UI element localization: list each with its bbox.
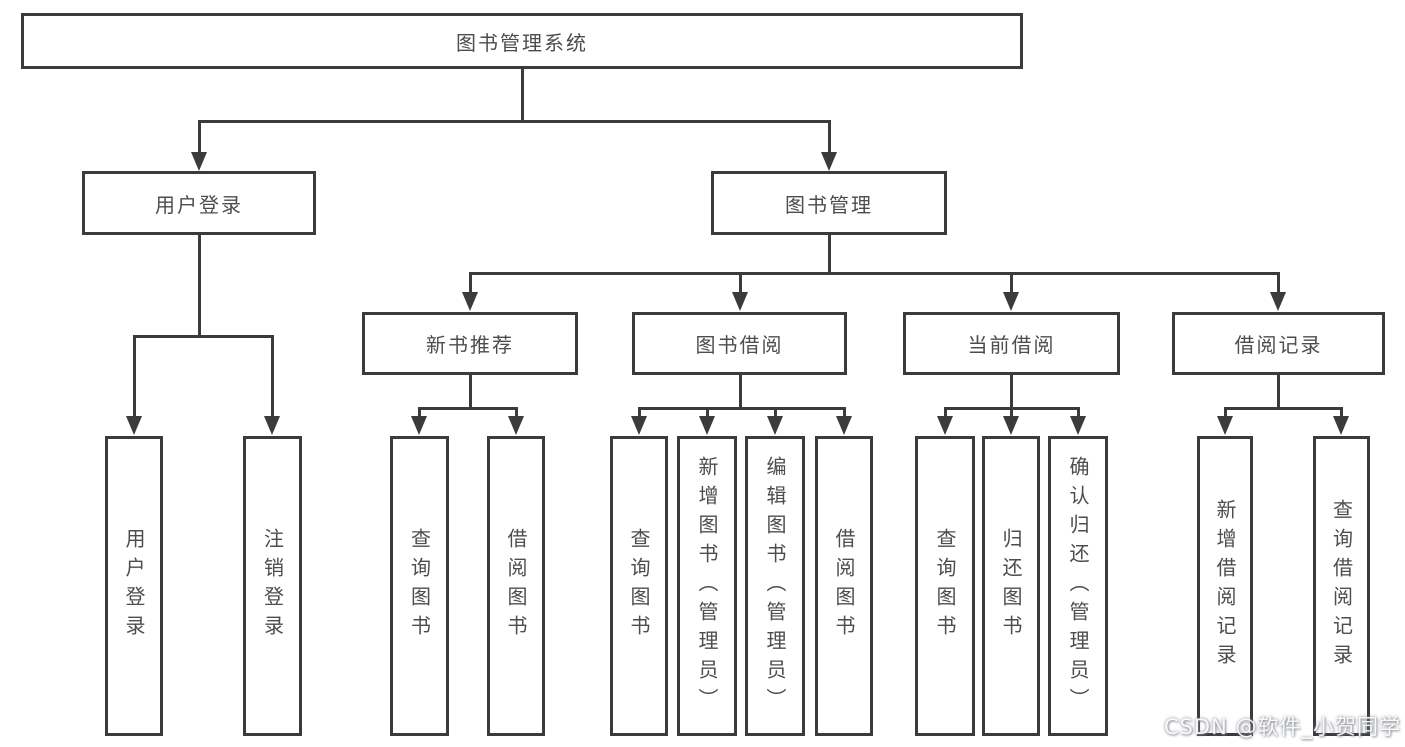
connector-line (270, 335, 274, 417)
connector-line (197, 235, 201, 338)
connector-line (1009, 272, 1013, 293)
connector-line (468, 272, 472, 293)
node-book-mgmt: 图书管理 (711, 171, 947, 235)
connector-line (1276, 272, 1280, 293)
connector-line (827, 120, 831, 153)
node-leaf-user-login: 用户登录 (105, 436, 163, 736)
arrow-down-icon (462, 292, 478, 311)
node-current-borrow: 当前借阅 (903, 312, 1120, 375)
arrow-down-icon (191, 152, 207, 171)
connector-line (637, 407, 846, 410)
node-cb-query: 查询图书 (915, 436, 975, 736)
arrow-down-icon (508, 416, 524, 435)
node-label: 新增借阅记录 (1213, 499, 1237, 673)
connector-line (514, 407, 518, 417)
arrow-down-icon (767, 416, 783, 435)
node-br-query: 查询借阅记录 (1313, 436, 1370, 736)
arrow-down-icon (411, 416, 427, 435)
connector-line (1009, 407, 1013, 417)
arrow-down-icon (631, 416, 647, 435)
connector-line (827, 235, 831, 275)
arrow-down-icon (1003, 292, 1019, 311)
node-label: 归还图书 (999, 528, 1023, 644)
connector-line (1009, 375, 1013, 410)
arrow-down-icon (937, 416, 953, 435)
node-label: 借阅记录 (1234, 333, 1323, 357)
connector-line (738, 272, 742, 293)
connector-line (417, 407, 518, 410)
node-label: 查询图书 (933, 528, 957, 644)
arrow-down-icon (1070, 416, 1086, 435)
node-label: 查询借阅记录 (1329, 499, 1354, 673)
node-nbr-borrow: 借阅图书 (487, 436, 545, 736)
connector-line (1076, 407, 1080, 417)
node-bb-add: 新增图书（管理员） (677, 436, 737, 736)
connector-line (468, 375, 472, 410)
node-nbr-query: 查询图书 (390, 436, 449, 736)
arrow-down-icon (1217, 416, 1233, 435)
arrow-down-icon (1003, 416, 1019, 435)
connector-line (1339, 407, 1343, 417)
arrow-down-icon (821, 152, 837, 171)
connector-line (417, 407, 421, 417)
arrow-down-icon (836, 416, 852, 435)
connector-line (738, 375, 742, 410)
node-label: 当前借阅 (967, 333, 1056, 357)
node-new-book-rec: 新书推荐 (362, 312, 578, 375)
node-label: 新增图书（管理员） (695, 455, 719, 717)
connector-line (1276, 375, 1280, 410)
arrow-down-icon (732, 292, 748, 311)
connector-line (197, 120, 831, 123)
connector-line (468, 272, 1280, 275)
node-label: 图书管理系统 (456, 30, 588, 55)
node-label: 图书管理 (785, 192, 873, 217)
connector-line (1223, 407, 1343, 410)
node-label: 确认归还（管理员） (1066, 455, 1090, 717)
node-label: 注销登录 (260, 528, 285, 644)
connector-line (132, 335, 136, 417)
node-bb-edit: 编辑图书（管理员） (745, 436, 805, 736)
node-label: 查询图书 (627, 528, 651, 644)
node-label: 编辑图书（管理员） (763, 455, 787, 717)
node-label: 借阅图书 (832, 528, 856, 644)
connector-line (197, 120, 201, 153)
node-label: 用户登录 (122, 528, 146, 644)
node-borrow-records: 借阅记录 (1172, 312, 1385, 375)
arrow-down-icon (264, 416, 280, 435)
node-leaf-logout: 注销登录 (243, 436, 302, 736)
node-label: 新书推荐 (426, 333, 514, 357)
node-br-add: 新增借阅记录 (1197, 436, 1253, 736)
node-label: 借阅图书 (504, 528, 528, 644)
csdn-watermark: CSDN @软件_小贺同学 (1163, 715, 1401, 739)
arrow-down-icon (699, 416, 715, 435)
node-root: 图书管理系统 (21, 13, 1023, 69)
connector-line (773, 407, 777, 417)
node-bb-query: 查询图书 (610, 436, 668, 736)
node-label: 图书借阅 (695, 333, 784, 357)
node-bb-borrow: 借阅图书 (815, 436, 873, 736)
arrow-down-icon (126, 416, 142, 435)
arrow-down-icon (1333, 416, 1349, 435)
node-user-login: 用户登录 (82, 171, 316, 235)
connector-line (637, 407, 641, 417)
connector-line (842, 407, 846, 417)
node-cb-confirm: 确认归还（管理员） (1048, 436, 1108, 736)
node-label: 查询图书 (407, 528, 432, 644)
connector-line (943, 407, 947, 417)
node-cb-return: 归还图书 (982, 436, 1040, 736)
arrow-down-icon (1270, 292, 1286, 311)
node-book-borrow: 图书借阅 (632, 312, 847, 375)
connector-line (132, 335, 274, 338)
connector-line (1223, 407, 1227, 417)
connector-line (705, 407, 709, 417)
node-label: 用户登录 (155, 192, 243, 217)
connector-line (520, 69, 524, 123)
